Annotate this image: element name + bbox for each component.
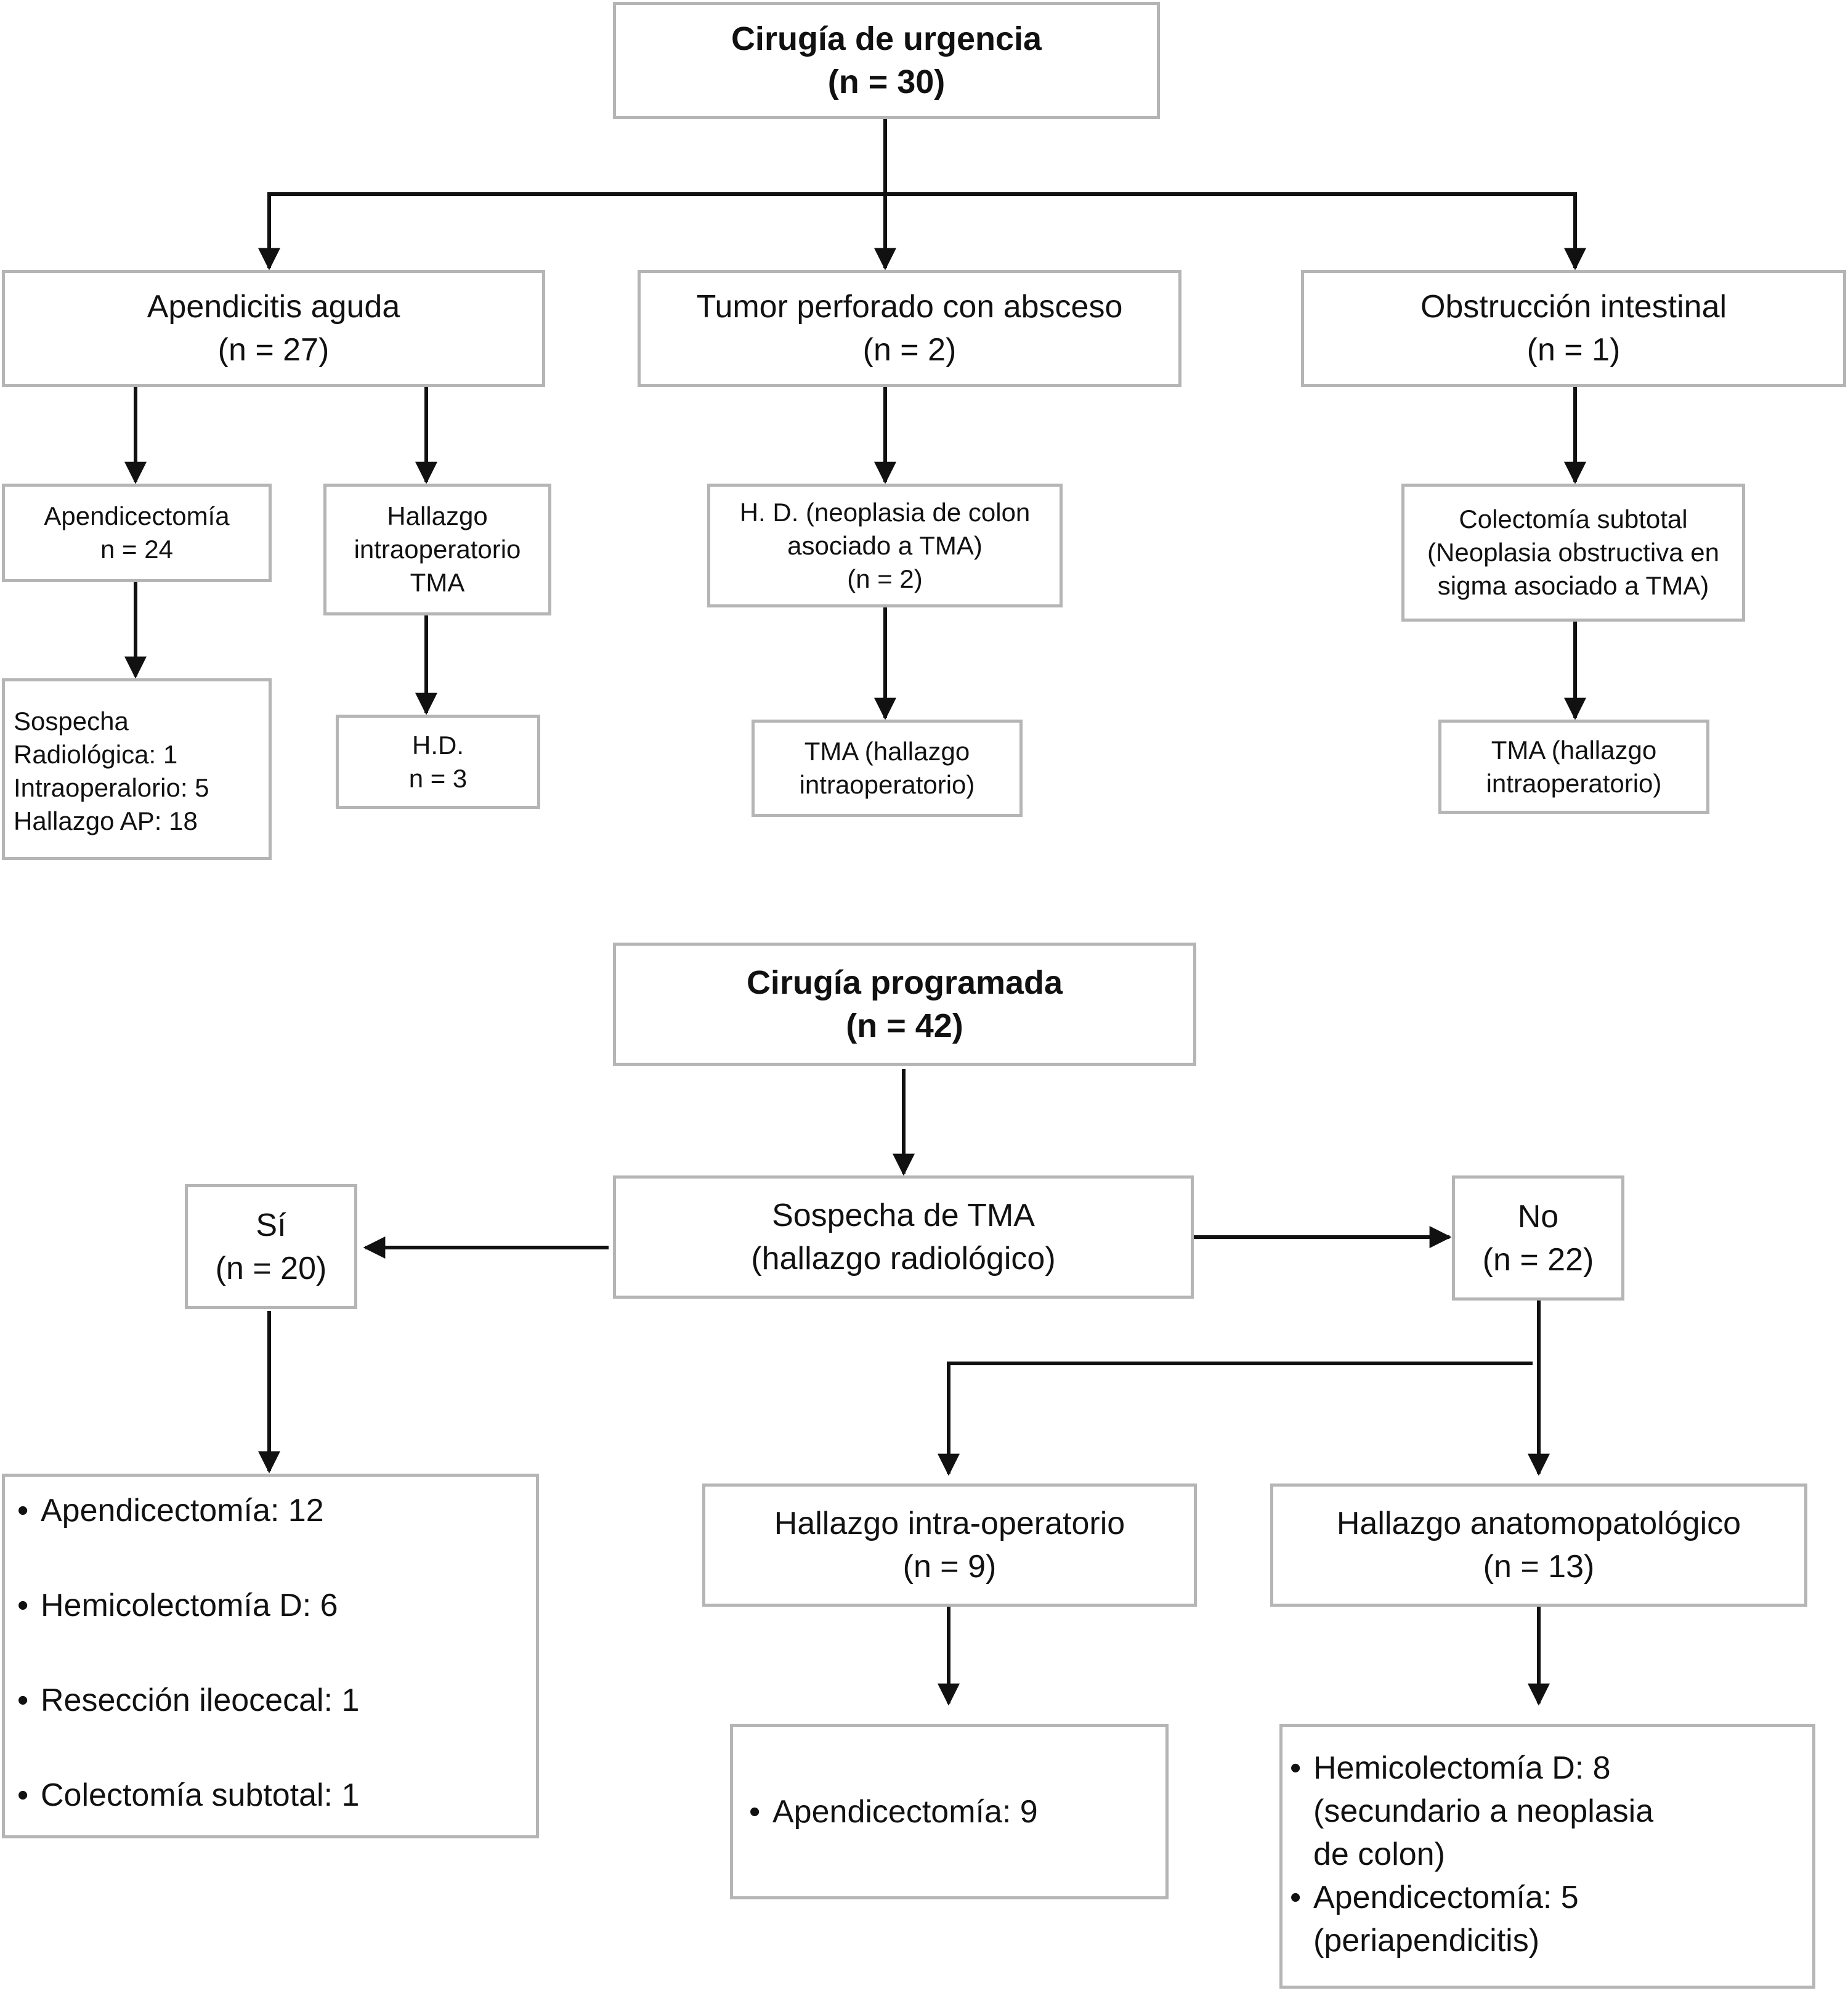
acute-appendicitis-box: Apendicitis aguda (n = 27) (2, 270, 545, 387)
subtotal-colectomy-line: sigma asociado a TMA) (1437, 571, 1709, 600)
tma-intraoperative-box: TMA (hallazgo intraoperatorio) (1438, 720, 1709, 814)
appendectomy-count: n = 24 (100, 535, 173, 564)
intraop-procedures-box: Apendicectomía: 9 (730, 1724, 1169, 1899)
suspicion-line: Sospecha (14, 707, 129, 736)
procedure-item: Resección ileocecal: 1 (10, 1679, 359, 1722)
tma-suspicion-title: Sospecha de TMA (772, 1198, 1035, 1233)
intestinal-obstruction-box: Obstrucción intestinal (n = 1) (1301, 270, 1846, 387)
hd-neoplasia-box: H. D. (neoplasia de colon asociado a TMA… (707, 484, 1063, 607)
intraoperative-finding-count: (n = 9) (902, 1549, 997, 1585)
procedure-item: Apendicectomía: 5 (1283, 1876, 1579, 1919)
procedure-detail: (secundario a neoplasia (1313, 1793, 1654, 1829)
procedure-item: Hemicolectomía D: 8 (1283, 1747, 1611, 1790)
intraoperative-finding-box: Hallazgo intra-operatorio (n = 9) (702, 1484, 1197, 1607)
suspicion-line: Hallazgo AP: 18 (14, 806, 198, 835)
no-box: No (n = 22) (1452, 1175, 1624, 1301)
programmed-surgery-title: Cirugía programada (746, 964, 1063, 1001)
intraoperative-finding-line: intraoperatorio (354, 535, 521, 564)
hd-neoplasia-line: (n = 2) (847, 564, 923, 593)
pathology-procedures-box: Hemicolectomía D: 8 (secundario a neopla… (1279, 1724, 1815, 1989)
pathology-finding-box: Hallazgo anatomopatológico (n = 13) (1270, 1484, 1807, 1607)
tma-suspicion-box: Sospecha de TMA (hallazgo radiológico) (613, 1175, 1194, 1299)
acute-appendicitis-title: Apendicitis aguda (147, 289, 400, 325)
perforated-tumor-title: Tumor perforado con absceso (696, 289, 1123, 325)
urgent-surgery-count: (n = 30) (827, 63, 946, 100)
tma-suspicion-subtitle: (hallazgo radiológico) (751, 1241, 1056, 1277)
yes-procedures-box: Apendicectomía: 12 Hemicolectomía D: 6 R… (2, 1474, 539, 1838)
perforated-tumor-count: (n = 2) (862, 332, 957, 368)
urgent-surgery-title: Cirugía de urgencia (731, 20, 1042, 57)
intestinal-obstruction-title: Obstrucción intestinal (1420, 289, 1727, 325)
procedure-item: Colectomía subtotal: 1 (10, 1774, 359, 1817)
suspicion-breakdown-box: Sospecha Radiológica: 1 Intraoperalorio:… (2, 678, 272, 860)
tma-intraoperative-line: TMA (hallazgo (1491, 735, 1657, 765)
suspicion-line: Intraoperalorio: 5 (14, 773, 209, 802)
no-label: No (1517, 1198, 1559, 1235)
programmed-surgery-box: Cirugía programada (n = 42) (613, 943, 1196, 1066)
procedure-detail: de colon) (1313, 1837, 1445, 1872)
intestinal-obstruction-count: (n = 1) (1526, 332, 1621, 368)
pathology-finding-count: (n = 13) (1483, 1549, 1595, 1585)
pathology-finding-title: Hallazgo anatomopatológico (1336, 1506, 1741, 1541)
intraoperative-finding-line: Hallazgo (387, 501, 488, 530)
intraoperative-finding-box: Hallazgo intraoperatorio TMA (323, 484, 551, 615)
intraoperative-finding-line: TMA (410, 568, 465, 597)
subtotal-colectomy-line: Colectomía subtotal (1459, 505, 1688, 534)
intraoperative-finding-title: Hallazgo intra-operatorio (774, 1506, 1125, 1541)
procedure-item: Hemicolectomía D: 6 (10, 1584, 338, 1627)
tma-intraoperative-line: TMA (hallazgo (804, 737, 970, 766)
procedure-item: Apendicectomía: 12 (10, 1489, 324, 1532)
yes-label: Sí (256, 1207, 286, 1243)
programmed-surgery-count: (n = 42) (846, 1007, 963, 1044)
hd-count-box: H.D. n = 3 (336, 715, 540, 809)
subtotal-colectomy-box: Colectomía subtotal (Neoplasia obstructi… (1401, 484, 1745, 622)
procedure-item: Apendicectomía: 9 (742, 1790, 1038, 1833)
appendectomy-title: Apendicectomía (44, 501, 230, 530)
hd-neoplasia-line: H. D. (neoplasia de colon (739, 497, 1031, 527)
appendectomy-box: Apendicectomía n = 24 (2, 484, 272, 582)
hd-count: n = 3 (408, 763, 468, 793)
procedure-detail: (periapendicitis) (1313, 1923, 1540, 1958)
perforated-tumor-box: Tumor perforado con absceso (n = 2) (638, 270, 1181, 387)
tma-intraoperative-line: intraoperatorio) (799, 770, 975, 799)
acute-appendicitis-count: (n = 27) (217, 332, 330, 368)
yes-box: Sí (n = 20) (185, 1184, 357, 1309)
tma-intraoperative-box: TMA (hallazgo intraoperatorio) (752, 720, 1023, 817)
suspicion-line: Radiológica: 1 (14, 740, 178, 769)
yes-count: (n = 20) (215, 1250, 327, 1286)
tma-intraoperative-line: intraoperatorio) (1486, 768, 1662, 798)
no-count: (n = 22) (1482, 1241, 1594, 1278)
urgent-surgery-box: Cirugía de urgencia (n = 30) (613, 2, 1160, 119)
hd-neoplasia-line: asociado a TMA) (787, 530, 983, 560)
hd-label: H.D. (412, 730, 464, 760)
subtotal-colectomy-line: (Neoplasia obstructiva en (1427, 538, 1719, 567)
